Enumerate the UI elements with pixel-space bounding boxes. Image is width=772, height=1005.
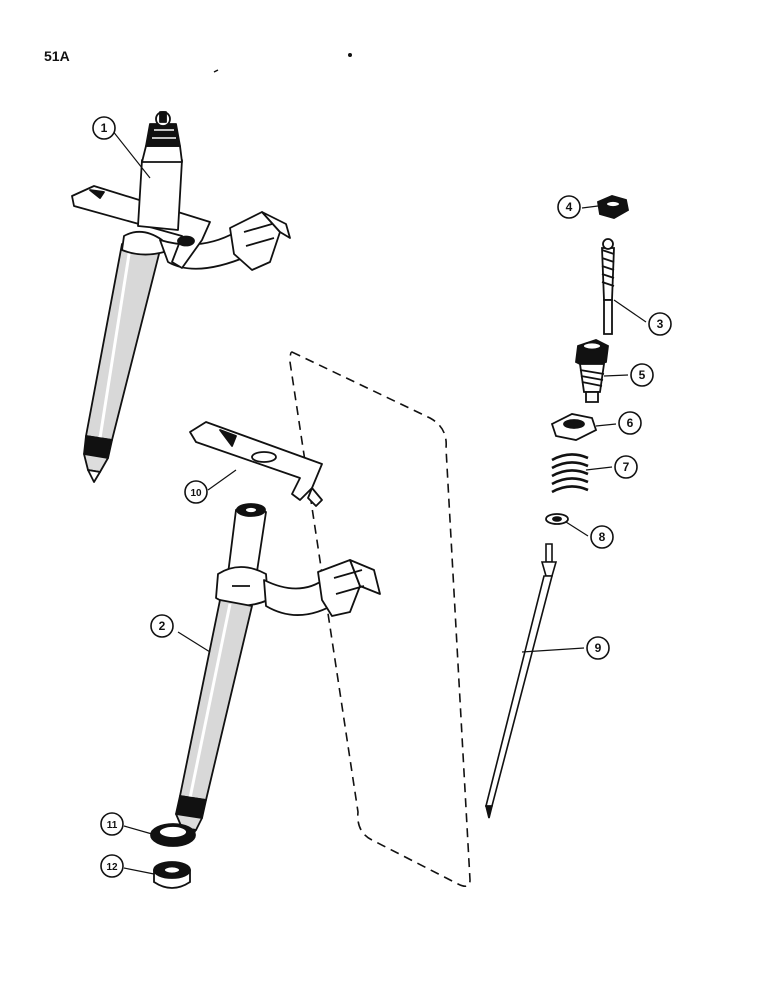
fitting-5 [575, 339, 609, 403]
callout-label-5: 5 [639, 368, 646, 382]
callout-label-11: 11 [107, 820, 118, 831]
callout-label-2: 2 [159, 619, 166, 633]
nozzle-assembly-1 [71, 111, 291, 483]
callout-circle-3 [648, 312, 672, 336]
callout-leaders [111, 129, 647, 875]
callout-circle-12 [100, 854, 124, 878]
bracket-plate-10 [189, 421, 323, 507]
callout-circle-2 [150, 614, 174, 638]
callout-circle-10 [184, 480, 208, 504]
nut-4 [596, 195, 630, 219]
callout-label-6: 6 [627, 416, 634, 430]
callout-label-4: 4 [566, 200, 573, 214]
callout-label-8: 8 [599, 530, 606, 544]
specks [213, 53, 352, 73]
washer-11 [150, 823, 196, 847]
callout-circle-9 [586, 636, 610, 660]
callout-label-1: 1 [101, 121, 108, 135]
callout-circle-4 [557, 195, 581, 219]
dashed-group-outline [289, 351, 471, 888]
adjusting-screw-3 [601, 238, 615, 335]
washer-12 [153, 861, 191, 889]
callout-circle-11 [100, 812, 124, 836]
callout-label-10: 10 [190, 488, 202, 499]
callout-label-9: 9 [595, 641, 602, 655]
callout-label-12: 12 [106, 862, 118, 873]
callout-circle-6 [618, 411, 642, 435]
shim-8 [545, 513, 569, 525]
page-label: 51A [44, 48, 70, 64]
callout-label-3: 3 [657, 317, 664, 331]
callout-circle-5 [630, 363, 654, 387]
spring-7 [551, 453, 589, 494]
nut-6 [550, 413, 598, 441]
callout-circle-7 [614, 455, 638, 479]
spindle-9 [484, 543, 558, 819]
callout-circle-8 [590, 525, 614, 549]
callout-label-7: 7 [623, 460, 630, 474]
callout-circle-1 [92, 116, 116, 140]
nozzle-assembly-2 [175, 503, 381, 841]
